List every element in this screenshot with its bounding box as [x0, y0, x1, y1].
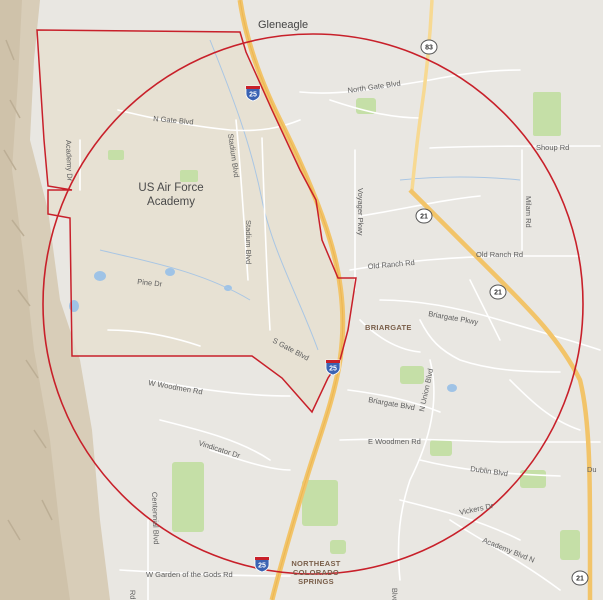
hwy21-shield-north: 21 [415, 208, 433, 224]
road-old-ranch-rd-1: Old Ranch Rd [367, 258, 415, 271]
place-briargate: BRIARGATE [365, 323, 412, 332]
place-northeast-line3: SPRINGS [298, 577, 334, 586]
academy-boundary [36, 29, 357, 414]
road-old-ranch-rd-2: Old Ranch Rd [476, 250, 523, 259]
place-academy-line2: Academy [147, 196, 195, 208]
academy-area [37, 30, 356, 412]
minor-roads [79, 69, 601, 600]
hwy21-shield-south: 21 [571, 570, 589, 586]
terrain-ridges [3, 39, 53, 541]
road-edge-du: Du [587, 465, 597, 474]
road-voyager-pkwy: Voyager Pkwy [356, 188, 365, 236]
mountain-terrain-dark [0, 0, 70, 600]
hwy21-north-label: 21 [420, 214, 428, 221]
road-academy-dr: Academy Dr [64, 140, 74, 182]
radius-circle [42, 33, 584, 575]
place-academy-line1: US Air Force [138, 182, 203, 194]
road-edge-rd: Rd [128, 590, 137, 600]
i25-shield-middle: 25 [325, 359, 341, 376]
road-milam-rd: Milam Rd [524, 196, 533, 228]
i25-middle-label: 25 [329, 366, 337, 373]
road-centennial-blvd: Centennial Blvd [150, 492, 161, 545]
road-pine-dr: Pine Dr [137, 277, 163, 289]
i25-north-label: 25 [249, 92, 257, 99]
place-northeast-line1: NORTHEAST [291, 559, 340, 568]
road-n-gate-blvd: N Gate Blvd [153, 114, 194, 126]
road-shoup-rd: Shoup Rd [536, 143, 569, 152]
interstate-25-edge [239, 0, 344, 600]
highway-21 [408, 188, 593, 600]
parks [108, 92, 580, 560]
hwy21-middle-label: 21 [494, 290, 502, 297]
road-stadium-blvd-2: Stadium Blvd [244, 220, 253, 264]
hwy21-shield-middle: 21 [489, 284, 507, 300]
highway-83 [410, 0, 434, 191]
place-northeast-line2: COLORADO [293, 568, 339, 577]
place-gleneagle: Gleneagle [258, 19, 308, 31]
i25-shield-north: 25 [245, 85, 261, 102]
road-e-woodmen-rd: E Woodmen Rd [368, 437, 421, 446]
hwy83-shield: 83 [420, 39, 438, 55]
i25-south-label: 25 [258, 563, 266, 570]
hwy83-label: 83 [425, 45, 433, 52]
road-edge-blvd: Blvd [390, 588, 400, 600]
road-w-garden-of-the-gods-rd: W Garden of the Gods Rd [146, 570, 233, 579]
hwy21-south-label: 21 [576, 576, 584, 583]
i25-shield-south: 25 [254, 556, 270, 573]
